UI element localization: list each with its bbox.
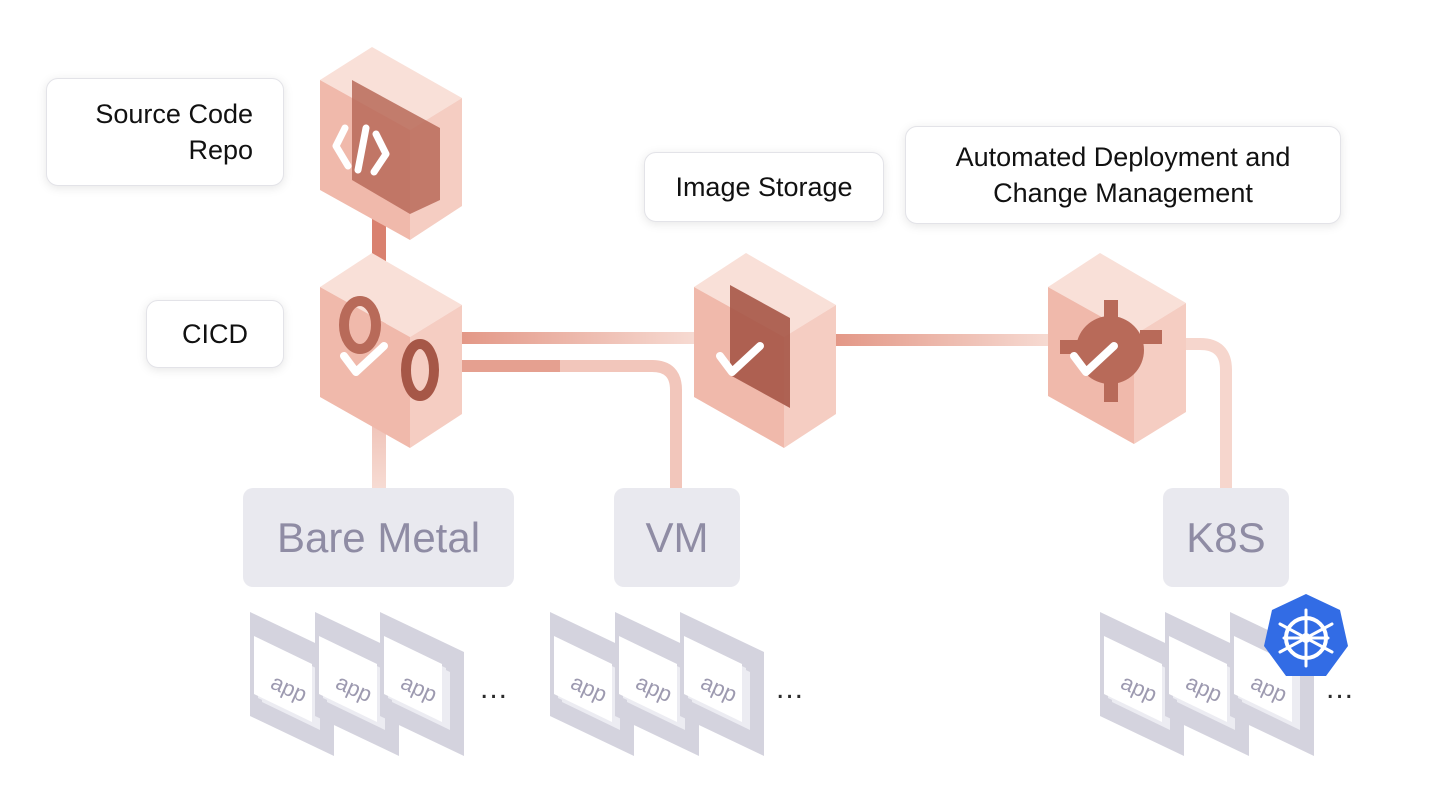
pipe-storage-deploy xyxy=(834,334,1054,346)
pipe-deploy-k8s xyxy=(1180,338,1232,490)
source-repo-label-text: Source Code Repo xyxy=(95,99,253,165)
deployment-label-text: Automated Deployment and Change Manageme… xyxy=(955,142,1291,208)
infinity-icon xyxy=(339,296,439,401)
image-storage-label-text: Image Storage xyxy=(675,172,853,202)
k8s-target: K8S xyxy=(1163,488,1289,587)
cicd-cube xyxy=(320,253,462,448)
pipe-cicd-vm xyxy=(460,360,682,490)
vm-target: VM xyxy=(614,488,740,587)
app-card: app xyxy=(550,612,634,756)
code-icon xyxy=(332,124,390,176)
source-repo-label: Source Code Repo xyxy=(46,78,284,186)
check-icon xyxy=(340,342,388,376)
vm-more: ... xyxy=(776,672,805,705)
image-storage-cube xyxy=(694,253,836,448)
cicd-label: CICD xyxy=(146,300,284,368)
k8s-label: K8S xyxy=(1186,513,1266,561)
app-card: app xyxy=(680,612,764,756)
check-icon xyxy=(1070,342,1118,376)
image-storage-label: Image Storage xyxy=(644,152,884,222)
app-card: app xyxy=(1100,612,1184,756)
bare-metal-label: Bare Metal xyxy=(276,513,481,561)
app-card: app xyxy=(1165,612,1249,756)
cicd-label-text: CICD xyxy=(182,319,248,349)
source-repo-cube xyxy=(320,47,462,240)
check-icon xyxy=(716,342,764,376)
deployment-label: Automated Deployment and Change Manageme… xyxy=(905,126,1341,224)
app-card: app xyxy=(615,612,699,756)
pipe-cicd-storage xyxy=(460,332,700,344)
kubernetes-icon xyxy=(1264,594,1348,676)
bare-metal-more: ... xyxy=(480,672,509,705)
deployment-cube xyxy=(1048,253,1186,444)
app-card: app xyxy=(380,612,464,756)
app-card: app xyxy=(250,612,334,756)
app-card: app xyxy=(315,612,399,756)
vm-label: VM xyxy=(645,513,709,561)
k8s-more: ... xyxy=(1326,672,1355,705)
bare-metal-target: Bare Metal xyxy=(243,488,514,587)
